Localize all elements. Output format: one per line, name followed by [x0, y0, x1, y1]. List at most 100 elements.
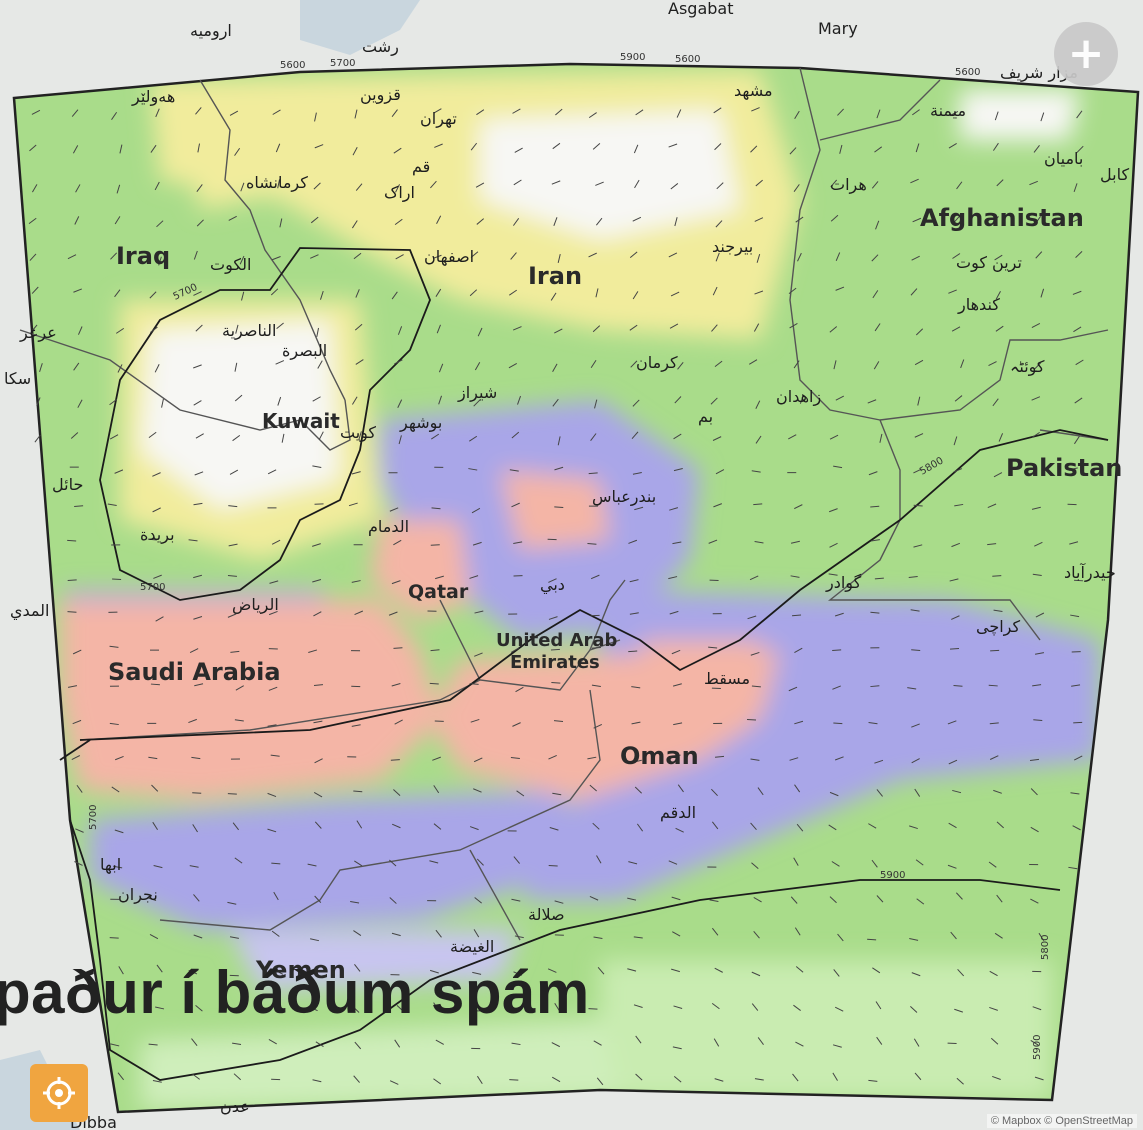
label-iran: Iran: [528, 262, 582, 290]
wind-arrow: [631, 721, 641, 725]
svg-text:باميان: باميان: [1044, 149, 1083, 168]
wind-arrow: [632, 759, 642, 763]
wind-arrow: [116, 184, 121, 194]
wind-arrow: [635, 1035, 642, 1044]
wind-arrow: [319, 290, 324, 300]
wind-arrow: [871, 254, 879, 262]
wind-arrow: [193, 291, 202, 296]
zoom-in-button[interactable]: +: [1054, 22, 1118, 86]
city-mary: Mary: [818, 19, 858, 38]
wind-arrow: [793, 1004, 801, 1011]
wind-arrow: [476, 109, 485, 116]
wind-arrow: [508, 362, 518, 369]
wind-arrow: [795, 966, 804, 973]
wind-arrow: [832, 685, 841, 690]
wind-arrow: [874, 577, 884, 580]
wind-arrow: [835, 395, 845, 401]
wind-arrow: [234, 362, 238, 372]
wind-arrow: [548, 578, 557, 583]
wind-arrow: [628, 650, 638, 653]
svg-text:5900: 5900: [880, 870, 905, 881]
wind-arrow: [714, 755, 725, 758]
wind-arrow: [998, 433, 1004, 442]
wind-arrow: [990, 1037, 999, 1045]
wind-arrow: [155, 108, 160, 118]
svg-text:المدي: المدي: [10, 601, 50, 621]
wind-arrow: [710, 397, 718, 405]
wind-arrow: [154, 181, 160, 191]
wind-arrow: [1033, 144, 1040, 153]
wind-arrow: [833, 360, 837, 370]
svg-text:عرعر: عرعر: [19, 323, 57, 343]
wind-arrow: [594, 399, 598, 409]
wind-arrow: [31, 109, 41, 115]
wind-arrow: [517, 395, 522, 405]
wind-arrow: [876, 789, 883, 797]
wind-arrow: [1035, 612, 1045, 618]
wind-arrow: [994, 932, 1003, 939]
wind-arrow: [673, 468, 683, 472]
wind-arrow: [672, 1046, 682, 1050]
wind-arrow: [151, 784, 159, 792]
wind-arrow: [790, 896, 798, 904]
wind-arrow: [228, 215, 237, 221]
wind-arrow: [628, 539, 638, 544]
wind-arrow: [516, 790, 525, 797]
wind-arrow: [867, 399, 877, 404]
domain-frame: [12, 62, 1140, 1114]
wind-arrow: [229, 469, 239, 475]
wind-arrow: [1040, 112, 1045, 122]
svg-text:الرياض: الرياض: [232, 595, 279, 615]
wind-arrow: [1069, 541, 1079, 545]
svg-text:5900: 5900: [620, 52, 645, 63]
wind-arrow: [310, 216, 319, 224]
wind-arrow: [435, 1039, 444, 1045]
wind-arrow: [150, 144, 157, 153]
wind-arrow: [67, 579, 77, 581]
wind-arrow: [549, 827, 559, 831]
wind-arrow: [551, 682, 561, 684]
wind-arrow: [948, 142, 957, 149]
wind-arrow: [794, 504, 803, 510]
svg-text:قم: قم: [412, 157, 430, 176]
wind-arrow: [353, 1075, 360, 1083]
wind-arrow: [469, 826, 479, 831]
wind-arrow: [350, 900, 360, 904]
wind-arrow: [908, 575, 918, 579]
wind-arrow: [397, 399, 403, 408]
wind-arrow: [951, 326, 961, 332]
wind-arrow: [393, 647, 403, 649]
wind-arrow: [1076, 145, 1084, 153]
wind-arrow: [591, 647, 601, 649]
wind-arrow: [394, 218, 403, 226]
wind-arrow: [792, 614, 802, 617]
wind-arrow: [712, 436, 722, 441]
wind-arrow: [874, 323, 881, 332]
wind-arrow: [590, 433, 597, 441]
wind-arrow: [513, 856, 521, 864]
wind-arrow: [512, 108, 521, 114]
wind-arrow: [71, 109, 79, 117]
wind-arrow: [429, 860, 439, 864]
wind-arrow: [193, 574, 203, 579]
wind-arrow: [74, 216, 80, 225]
wind-arrow: [548, 864, 558, 867]
overlay-title: paður í báðum spám: [0, 959, 590, 1026]
wind-arrow: [910, 1006, 918, 1013]
wind-arrow: [398, 435, 402, 445]
wind-arrow: [193, 250, 198, 260]
wind-arrow: [312, 579, 322, 583]
wind-arrow: [277, 179, 281, 189]
wind-arrow: [512, 218, 520, 226]
locate-button[interactable]: [30, 1064, 88, 1122]
wind-arrow: [673, 1075, 682, 1083]
wind-arrow: [195, 324, 203, 332]
wind-arrow: [435, 288, 442, 297]
wind-arrow: [436, 215, 442, 225]
wind-arrow: [953, 468, 963, 473]
wind-arrow: [107, 503, 117, 507]
wind-arrow: [795, 216, 804, 223]
wind-arrow: [993, 609, 1003, 613]
svg-text:5900: 5900: [1032, 1035, 1043, 1060]
